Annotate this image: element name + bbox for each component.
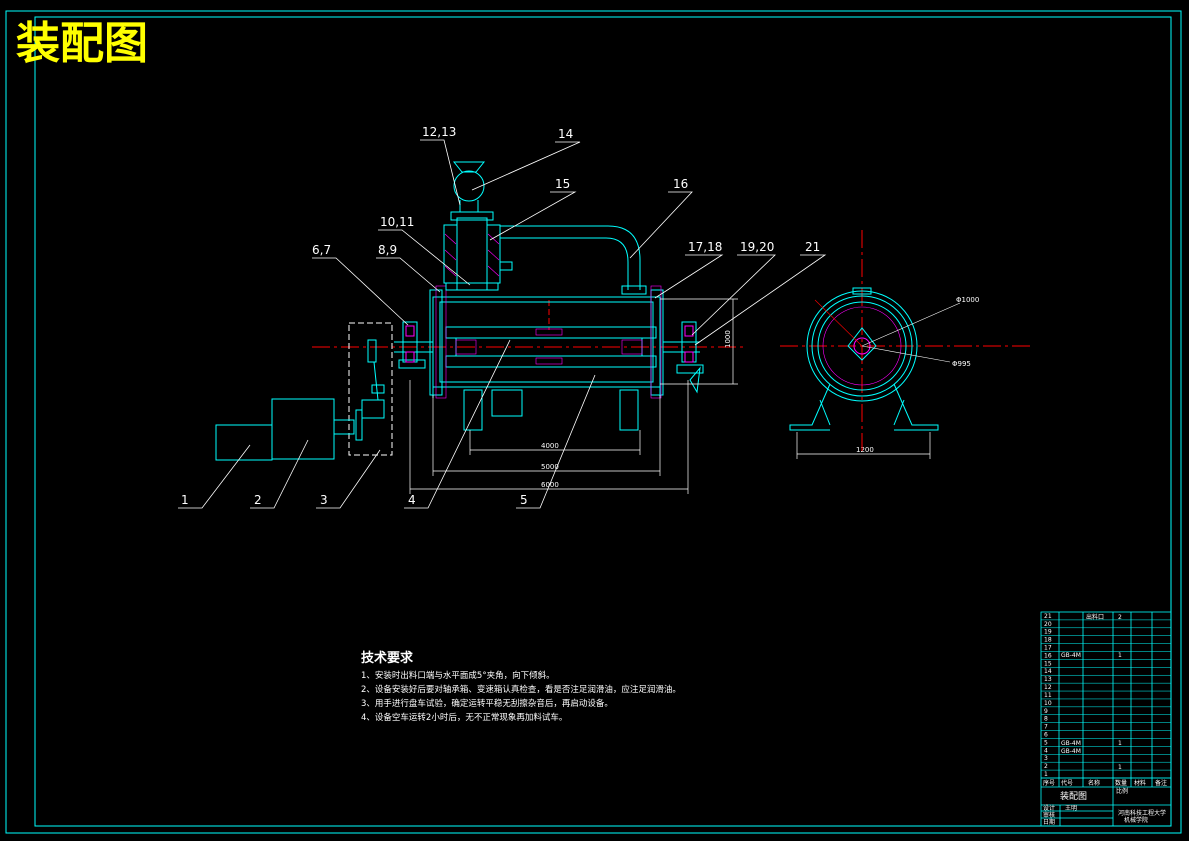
callout-15: 15 xyxy=(555,177,570,191)
callout-16: 16 xyxy=(673,177,688,191)
title-block-row-number: 6 xyxy=(1044,731,1048,738)
dimensions xyxy=(409,298,931,494)
callout-12-13: 12,13 xyxy=(422,125,456,139)
outer-frame xyxy=(5,10,1182,834)
requirement-item: 1、安装时出料口端与水平面成5°夹角，向下倾斜。 xyxy=(361,670,555,681)
technical-requirements: 技术要求 1、安装时出料口端与水平面成5°夹角，向下倾斜。 2、设备安装好后要对… xyxy=(361,650,681,723)
requirement-item: 3、用手进行盘车试验，确定运转平稳无刮擦杂音后，再启动设备。 xyxy=(361,698,613,709)
exhaust-pipe xyxy=(500,225,641,290)
title-block-row-number: 18 xyxy=(1044,637,1052,644)
title-block-row-number: 14 xyxy=(1044,668,1052,675)
callout-6-7: 6,7 xyxy=(312,243,331,257)
dim-1000: 1000 xyxy=(724,330,732,348)
tb-row5-qty: 1 xyxy=(1118,740,1122,747)
end-view xyxy=(780,230,1030,455)
title-block-row-number: 1 xyxy=(1044,771,1048,778)
title-block-row-number: 9 xyxy=(1044,708,1048,715)
dim-4000: 4000 xyxy=(541,442,559,450)
tb-row21-qty: 2 xyxy=(1118,614,1122,621)
title-block-row-number: 13 xyxy=(1044,676,1052,683)
tb-row5-code: GB-4M xyxy=(1061,740,1081,747)
callout-19-20: 19,20 xyxy=(740,240,774,254)
feed-valve xyxy=(453,170,485,202)
dim-1200: 1200 xyxy=(856,446,874,454)
callout-17-18: 17,18 xyxy=(688,240,722,254)
callout-1: 1 xyxy=(181,493,189,507)
tb-header-code: 代号 xyxy=(1061,779,1073,787)
callout-3: 3 xyxy=(320,493,328,507)
motor xyxy=(215,424,273,461)
tb-row16-code: GB-4M xyxy=(1061,652,1081,659)
callout-14: 14 xyxy=(558,127,573,141)
tb-school: 河南科技工程大学 xyxy=(1118,809,1166,817)
side-view xyxy=(215,161,745,461)
coupling-guard xyxy=(348,322,393,456)
tb-scale-label: 比例 xyxy=(1116,787,1128,795)
tb-design-label: 设计 xyxy=(1043,804,1055,812)
callout-2: 2 xyxy=(254,493,262,507)
tb-row4-code: GB-4M xyxy=(1061,748,1081,755)
leader-lines xyxy=(178,139,827,509)
tb-school-sub: 机械学院 xyxy=(1124,816,1148,824)
title-block-row-number: 2 xyxy=(1044,763,1048,770)
tb-approve-label: 日期 xyxy=(1043,818,1055,826)
title-block-row-number: 8 xyxy=(1044,716,1048,723)
title-block-row-number: 3 xyxy=(1044,755,1048,762)
dim-5000: 5000 xyxy=(541,463,559,471)
callout-8-9: 8,9 xyxy=(378,243,397,257)
title-block-row-number: 21 xyxy=(1044,613,1052,620)
dim-phi995: Φ995 xyxy=(952,360,971,368)
tb-row2-qty: 1 xyxy=(1118,764,1122,771)
callout-10-11: 10,11 xyxy=(380,215,414,229)
right-support xyxy=(619,389,639,431)
title-block-row-number: 7 xyxy=(1044,724,1048,731)
tb-header-seq: 序号 xyxy=(1043,779,1055,787)
title-block-row-number: 19 xyxy=(1044,629,1052,636)
tb-header-note: 备注 xyxy=(1155,779,1167,787)
inner-frame xyxy=(34,16,1172,827)
requirement-item: 2、设备安装好后要对轴承箱、变速箱认真检查，看是否注足润滑油，应注足润滑油。 xyxy=(361,684,681,695)
title-block-row-number: 10 xyxy=(1044,700,1052,707)
requirement-item: 4、设备空车运转2小时后，无不正常现象再加料试车。 xyxy=(361,712,567,723)
drawing-title: 装配图 xyxy=(16,18,148,69)
title-block-row-number: 15 xyxy=(1044,660,1052,667)
tb-designer: 王明 xyxy=(1065,805,1077,812)
callout-21: 21 xyxy=(805,240,820,254)
requirements-title: 技术要求 xyxy=(361,650,414,666)
title-block-row-number: 20 xyxy=(1044,621,1052,628)
title-block-row-number: 16 xyxy=(1044,652,1052,659)
callout-5: 5 xyxy=(520,493,528,507)
inner-tube xyxy=(445,326,657,339)
tb-drawing-name: 装配图 xyxy=(1060,790,1087,802)
tb-row16-qty: 1 xyxy=(1118,652,1122,659)
tb-row21-name: 出料口 xyxy=(1086,613,1104,621)
dim-phi1000: Φ1000 xyxy=(956,296,979,304)
title-block-row-number: 4 xyxy=(1044,747,1048,754)
tb-header-name: 名称 xyxy=(1088,779,1100,787)
tb-header-qty: 数量 xyxy=(1115,779,1127,787)
tb-header-material: 材料 xyxy=(1134,779,1146,787)
title-block-row-number: 12 xyxy=(1044,684,1052,691)
feed-hopper xyxy=(456,217,488,291)
title-block-row-number: 5 xyxy=(1044,739,1048,746)
tb-check-label: 审核 xyxy=(1043,811,1055,819)
title-block-row-number: 17 xyxy=(1044,645,1052,652)
drum-outer-circle xyxy=(806,290,918,402)
title-block-row-number: 11 xyxy=(1044,692,1052,699)
drum-shell xyxy=(432,296,661,388)
callout-4: 4 xyxy=(408,493,416,507)
left-support xyxy=(463,389,483,431)
